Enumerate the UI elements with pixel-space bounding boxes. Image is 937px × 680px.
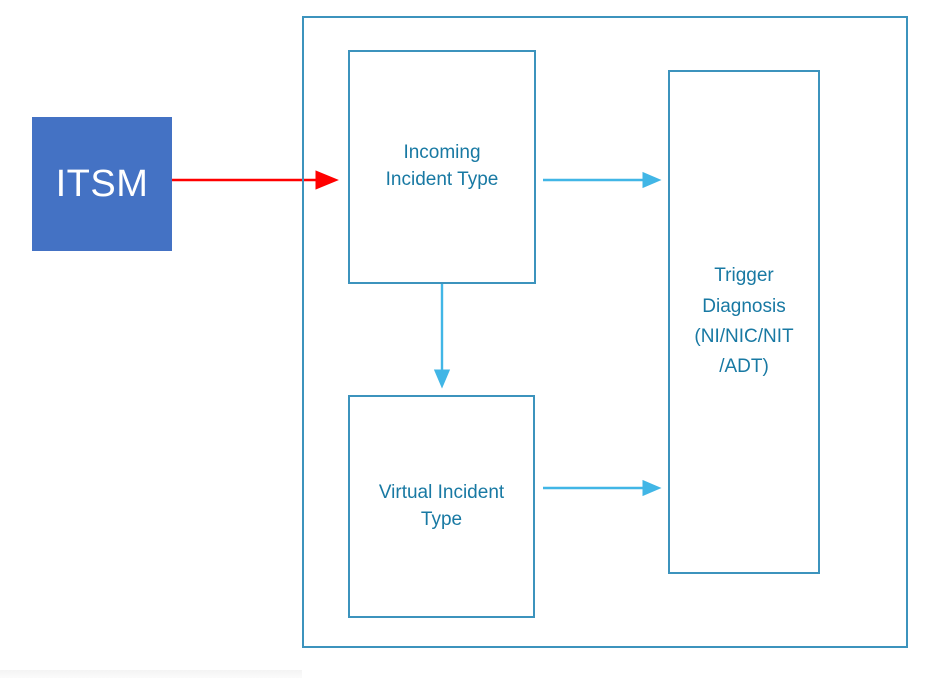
- connector-incoming-to-trigger: [540, 168, 672, 192]
- node-trigger-diagnosis-label: Trigger Diagnosis (NI/NIC/NIT /ADT): [694, 265, 794, 378]
- node-virtual-incident-type[interactable]: Virtual Incident Type: [348, 395, 535, 618]
- node-virtual-incident-type-label: Virtual Incident Type: [378, 481, 505, 530]
- connector-virtual-to-trigger: [540, 476, 672, 500]
- node-trigger-diagnosis[interactable]: Trigger Diagnosis (NI/NIC/NIT /ADT): [668, 70, 820, 574]
- connector-incoming-to-virtual: [430, 282, 454, 397]
- connector-itsm-to-incoming: [170, 168, 350, 192]
- node-incoming-incident-type[interactable]: Incoming Incident Type: [348, 50, 536, 284]
- itsm-source-box[interactable]: ITSM: [32, 117, 172, 251]
- processing-container: [302, 16, 908, 648]
- bottom-edge-artifact: [0, 670, 302, 678]
- node-incoming-incident-type-label: Incoming Incident Type: [385, 142, 499, 190]
- itsm-label: ITSM: [55, 163, 149, 205]
